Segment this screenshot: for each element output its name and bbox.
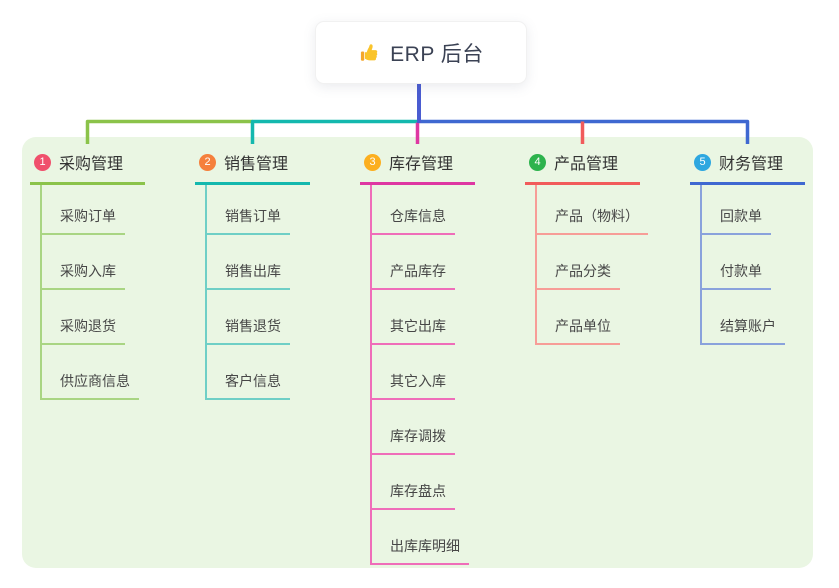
child-row: 销售出库 bbox=[207, 235, 325, 290]
branch-node[interactable]: 2 销售管理 bbox=[195, 150, 310, 185]
branch-number-badge: 3 bbox=[364, 153, 381, 171]
branch-column: 4 产品管理产品（物料） 产品分类产品单位 bbox=[525, 150, 655, 345]
child-node[interactable]: 库存调拨 bbox=[372, 426, 455, 455]
child-node[interactable]: 结算账户 bbox=[702, 316, 785, 345]
child-row: 采购退货 bbox=[42, 290, 160, 345]
branch-node[interactable]: 4 产品管理 bbox=[525, 150, 640, 185]
child-row: 结算账户 bbox=[702, 290, 820, 345]
child-row: 销售退货 bbox=[207, 290, 325, 345]
mindmap-background-panel bbox=[22, 137, 813, 568]
child-node[interactable]: 供应商信息 bbox=[42, 371, 139, 400]
branch-number-badge: 2 bbox=[199, 153, 216, 171]
branch-number-badge: 5 bbox=[694, 153, 711, 171]
child-row: 产品库存 bbox=[372, 235, 490, 290]
child-row: 供应商信息 bbox=[42, 345, 160, 400]
branch-node[interactable]: 1 采购管理 bbox=[30, 150, 145, 185]
branch-title: 库存管理 bbox=[389, 156, 454, 173]
root-node-erp[interactable]: ERP 后台 bbox=[315, 21, 527, 84]
child-row: 出库库明细 bbox=[372, 510, 490, 565]
child-node[interactable]: 产品分类 bbox=[537, 261, 620, 290]
child-node[interactable]: 库存盘点 bbox=[372, 481, 455, 510]
child-node[interactable]: 销售退货 bbox=[207, 316, 290, 345]
child-row: 仓库信息 bbox=[372, 185, 490, 235]
branch-column: 5 财务管理回款单付款单结算账户 bbox=[690, 150, 820, 345]
branch-title: 销售管理 bbox=[224, 156, 289, 173]
branch-children: 回款单付款单结算账户 bbox=[700, 185, 820, 345]
child-node[interactable]: 产品库存 bbox=[372, 261, 455, 290]
child-row: 付款单 bbox=[702, 235, 820, 290]
child-row: 产品分类 bbox=[537, 235, 655, 290]
branch-title: 产品管理 bbox=[554, 156, 619, 173]
child-row: 库存盘点 bbox=[372, 455, 490, 510]
child-row: 产品（物料） bbox=[537, 185, 655, 235]
child-node[interactable]: 销售订单 bbox=[207, 206, 290, 235]
child-node[interactable]: 客户信息 bbox=[207, 371, 290, 400]
branch-number-badge: 4 bbox=[529, 153, 546, 171]
child-node[interactable]: 产品（物料） bbox=[537, 206, 648, 235]
child-node[interactable]: 销售出库 bbox=[207, 261, 290, 290]
thumbs-up-icon bbox=[358, 42, 380, 64]
branch-column: 1 采购管理采购订单采购入库采购退货供应商信息 bbox=[30, 150, 160, 400]
root-node-title: ERP 后台 bbox=[390, 42, 484, 66]
child-row: 其它出库 bbox=[372, 290, 490, 345]
child-node[interactable]: 产品单位 bbox=[537, 316, 620, 345]
child-node[interactable]: 付款单 bbox=[702, 261, 771, 290]
branch-node[interactable]: 3 库存管理 bbox=[360, 150, 475, 185]
child-row: 其它入库 bbox=[372, 345, 490, 400]
branch-children: 仓库信息产品库存其它出库其它入库库存调拨库存盘点出库库明细 bbox=[370, 185, 490, 565]
child-row: 回款单 bbox=[702, 185, 820, 235]
child-node[interactable]: 其它入库 bbox=[372, 371, 455, 400]
child-row: 销售订单 bbox=[207, 185, 325, 235]
branch-number-badge: 1 bbox=[34, 153, 51, 171]
branch-title: 采购管理 bbox=[59, 156, 124, 173]
child-row: 客户信息 bbox=[207, 345, 325, 400]
child-node[interactable]: 采购退货 bbox=[42, 316, 125, 345]
branch-column: 3 库存管理仓库信息产品库存其它出库其它入库库存调拨库存盘点出库库明细 bbox=[360, 150, 490, 565]
child-row: 产品单位 bbox=[537, 290, 655, 345]
branch-title: 财务管理 bbox=[719, 156, 784, 173]
branch-children: 销售订单销售出库销售退货客户信息 bbox=[205, 185, 325, 400]
branch-children: 采购订单采购入库采购退货供应商信息 bbox=[40, 185, 160, 400]
branch-children: 产品（物料） 产品分类产品单位 bbox=[535, 185, 655, 345]
child-node[interactable]: 仓库信息 bbox=[372, 206, 455, 235]
branch-node[interactable]: 5 财务管理 bbox=[690, 150, 805, 185]
child-row: 采购入库 bbox=[42, 235, 160, 290]
child-row: 库存调拨 bbox=[372, 400, 490, 455]
child-node[interactable]: 采购入库 bbox=[42, 261, 125, 290]
child-node[interactable]: 出库库明细 bbox=[372, 536, 469, 565]
branch-column: 2 销售管理销售订单销售出库销售退货客户信息 bbox=[195, 150, 325, 400]
child-node[interactable]: 其它出库 bbox=[372, 316, 455, 345]
child-node[interactable]: 回款单 bbox=[702, 206, 771, 235]
child-node[interactable]: 采购订单 bbox=[42, 206, 125, 235]
child-row: 采购订单 bbox=[42, 185, 160, 235]
